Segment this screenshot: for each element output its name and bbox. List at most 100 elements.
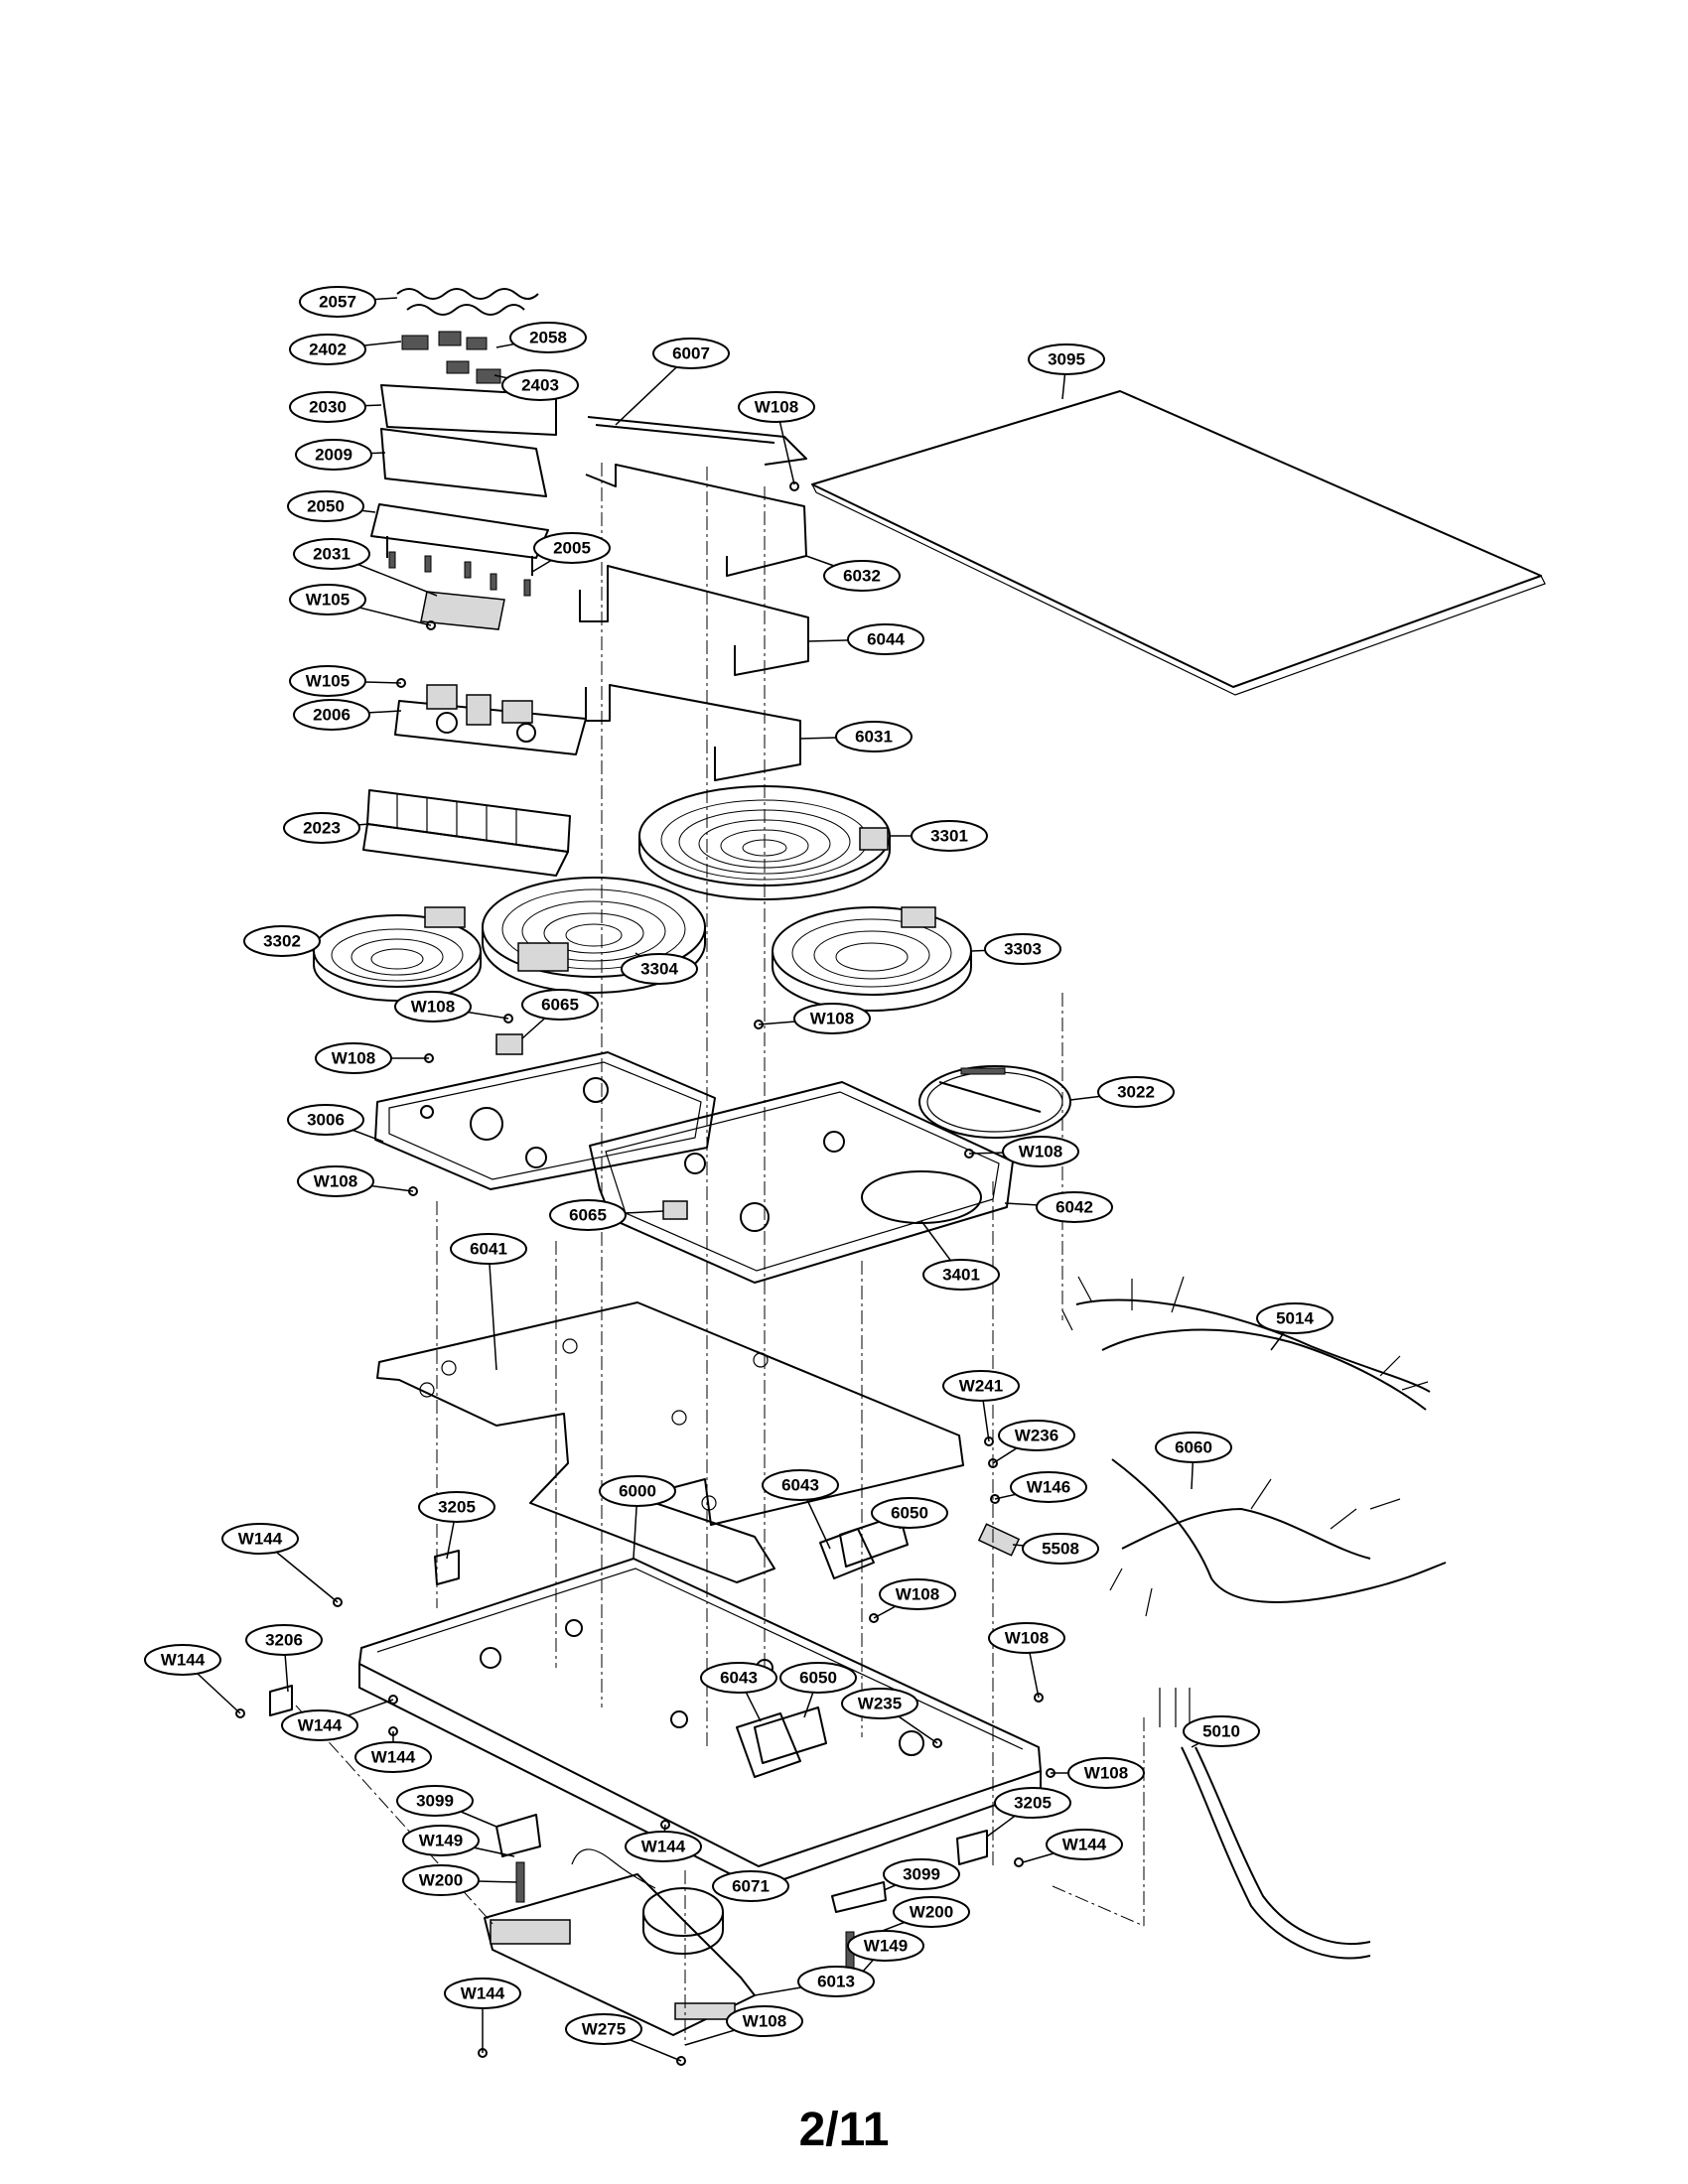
part-number-label: W108 (1005, 1629, 1049, 1648)
part-number-label: W144 (461, 1984, 505, 2003)
part-number-label: 6050 (891, 1504, 928, 1523)
part-number-label: W235 (858, 1695, 902, 1713)
part-number-label: 6065 (569, 1206, 607, 1225)
part-6013-drawing (484, 1873, 756, 2036)
callout-bubble (738, 391, 815, 423)
callout-w241: W241 (942, 1370, 1020, 1402)
callout-5508: 5508 (1022, 1533, 1099, 1565)
callout-bubble (1183, 1715, 1260, 1747)
callout-bubble (922, 1259, 1000, 1291)
part-number-label: 6043 (781, 1476, 819, 1495)
part-number-label: 2058 (529, 329, 567, 347)
part-number-label: W241 (959, 1377, 1003, 1396)
callout-bubble (1097, 1076, 1175, 1108)
part-3022-drawing (918, 1065, 1071, 1139)
part-6065-drawing (495, 1033, 688, 1220)
part-number-label: 6071 (732, 1877, 770, 1896)
callout-bubble (521, 989, 599, 1021)
part-3303-drawing (772, 906, 972, 1012)
callout-w146: W146 (1010, 1471, 1087, 1503)
part-3099-drawing (495, 1814, 887, 1913)
callout-w105: W105 (289, 584, 366, 615)
part-6060-drawing (1109, 1458, 1447, 1617)
part-6007-drawing (587, 416, 807, 466)
callout-bubble (287, 1104, 364, 1136)
callout-bubble (354, 1741, 432, 1773)
callout-bubble (998, 1420, 1075, 1451)
callout-2023: 2023 (283, 812, 360, 844)
callout-w108: W108 (315, 1042, 392, 1074)
part-2402-drawing (401, 331, 501, 384)
callout-bubble (599, 1475, 676, 1507)
callout-bubble (988, 1622, 1065, 1654)
callout-2402: 2402 (289, 334, 366, 365)
part-6041-drawing (376, 1301, 964, 1583)
part-3006-drawing (374, 1051, 716, 1190)
callout-bubble (1002, 1136, 1079, 1167)
callout-w236: W236 (998, 1420, 1075, 1451)
part-number-label: 3099 (903, 1865, 940, 1884)
part-number-label: 6043 (720, 1669, 758, 1688)
part-number-label: W149 (864, 1937, 908, 1956)
callout-6042: 6042 (1036, 1191, 1113, 1223)
part-number-label: 3303 (1004, 940, 1042, 959)
part-number-label: 2057 (319, 293, 356, 312)
callout-2050: 2050 (287, 490, 364, 522)
callout-bubble (712, 1870, 789, 1902)
callout-6031: 6031 (835, 721, 913, 752)
callout-bubble (847, 623, 924, 655)
callout-bubble (984, 933, 1061, 965)
callout-w144: W144 (354, 1741, 432, 1773)
part-number-label: 2403 (521, 376, 559, 395)
callout-bubble (835, 721, 913, 752)
callout-bubble (652, 338, 730, 369)
callout-2403: 2403 (501, 369, 579, 401)
callout-bubble (1256, 1302, 1334, 1334)
callout-5010: 5010 (1183, 1715, 1260, 1747)
callout-bubble (1028, 343, 1105, 375)
callout-bubble (315, 1042, 392, 1074)
callout-bubble (289, 391, 366, 423)
callout-w144: W144 (444, 1978, 521, 2009)
part-number-label: W144 (1062, 1836, 1107, 1854)
part-number-label: 6000 (619, 1482, 656, 1501)
callout-2005: 2005 (533, 532, 611, 564)
callout-bubble (293, 538, 370, 570)
callout-3301: 3301 (911, 820, 988, 852)
callout-bubble (883, 1858, 960, 1890)
callout-3302: 3302 (243, 925, 321, 957)
callout-bubble (501, 369, 579, 401)
part-2009-drawing (380, 428, 547, 497)
callout-2058: 2058 (509, 322, 587, 353)
callout-bubble (533, 532, 611, 564)
callout-w108: W108 (297, 1165, 374, 1197)
callout-w108: W108 (1002, 1136, 1079, 1167)
callout-3303: 3303 (984, 933, 1061, 965)
callout-2009: 2009 (295, 439, 372, 471)
callout-w144: W144 (281, 1709, 358, 1741)
part-number-label: 6007 (672, 344, 710, 363)
callout-bubble (911, 820, 988, 852)
part-6044-drawing (579, 565, 809, 676)
callout-3095: 3095 (1028, 343, 1105, 375)
callout-bubble (1046, 1829, 1123, 1860)
part-number-label: W108 (810, 1010, 854, 1028)
part-number-label: 3099 (416, 1792, 454, 1811)
part-number-label: W144 (238, 1530, 283, 1549)
callout-bubble (779, 1662, 857, 1694)
callout-bubble (293, 699, 370, 731)
callout-bubble (295, 439, 372, 471)
callout-bubble (565, 2013, 642, 2045)
callout-bubble (879, 1578, 956, 1610)
callout-bubble (221, 1523, 299, 1555)
part-2023-drawing (362, 789, 571, 877)
callout-6043: 6043 (700, 1662, 777, 1694)
callout-bubble (893, 1896, 970, 1928)
part-6050-drawing (754, 1514, 909, 1764)
part-3206-drawing (269, 1685, 293, 1716)
part-6032-drawing (585, 464, 807, 577)
part-number-label: 6050 (799, 1669, 837, 1688)
callout-bubble (402, 1864, 480, 1896)
part-number-label: 3205 (438, 1498, 476, 1517)
